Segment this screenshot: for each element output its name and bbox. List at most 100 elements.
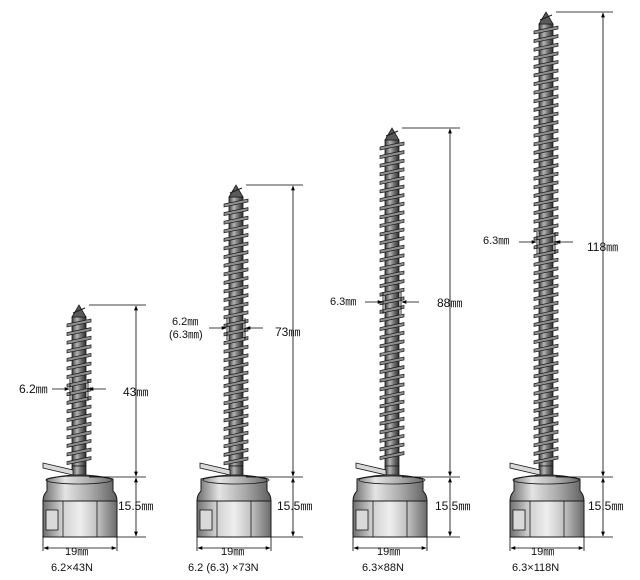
thread-ridge	[533, 197, 559, 207]
screw-head-rim	[45, 475, 113, 485]
thread-ridge	[66, 447, 92, 457]
diameter-label-4: 6.3㎜	[483, 235, 509, 247]
thread-ridge	[379, 253, 405, 263]
thread-ridge	[379, 373, 405, 383]
model-label-2: 6.2 (6.3) ×73N	[188, 562, 259, 574]
head-width-label-4: 19㎜	[531, 546, 554, 558]
thread-ridge	[223, 267, 249, 277]
thread-ridge	[223, 224, 249, 234]
thread-ridge	[533, 94, 559, 104]
screw-6-2x73	[196, 184, 303, 551]
thread-ridge	[66, 430, 92, 440]
head-height-label-2: 15.5㎜	[277, 499, 312, 513]
thread-ridge	[533, 85, 559, 95]
washer-tab	[355, 462, 387, 476]
thread-ridge	[533, 231, 559, 241]
thread-ridge	[379, 339, 405, 349]
diameter-label-1: 6.2㎜	[19, 382, 48, 396]
thread-ridge	[533, 438, 559, 448]
washer-tab	[42, 462, 74, 476]
head-height-label-1: 15.5㎜	[118, 499, 153, 513]
screw-threads	[533, 25, 559, 465]
thread-ridge	[379, 158, 405, 168]
thread-ridge	[223, 207, 249, 217]
thread-ridge	[379, 175, 405, 185]
thread-ridge	[379, 244, 405, 254]
thread-ridge	[379, 167, 405, 177]
thread-ridge	[379, 347, 405, 357]
thread-ridge	[533, 223, 559, 233]
thread-ridge	[223, 232, 249, 242]
thread-ridge	[223, 310, 249, 320]
thread-ridge	[379, 365, 405, 375]
thread-ridge	[533, 403, 559, 413]
thread-ridge	[223, 413, 249, 423]
thread-ridge	[533, 369, 559, 379]
screw-tip-cut	[539, 14, 553, 21]
thread-ridge	[379, 433, 405, 443]
thread-ridge	[223, 404, 249, 414]
thread-ridge	[533, 68, 559, 78]
thread-ridge	[223, 301, 249, 311]
hex-notch	[355, 509, 369, 531]
thread-ridge	[223, 215, 249, 225]
thread-ridge	[533, 240, 559, 250]
diameter-label-2: 6.2㎜	[172, 316, 198, 328]
screw-6-3x118	[509, 11, 613, 551]
diameter-label-3: 6.3㎜	[330, 296, 356, 308]
diameter-label-alt-2: (6.3㎜)	[169, 329, 203, 341]
screw-tip-cut	[385, 130, 399, 137]
screw-head-dome	[196, 474, 272, 502]
thread-ridge	[379, 227, 405, 237]
thread-ridge	[533, 429, 559, 439]
thread-ridge	[379, 399, 405, 409]
thread-ridge	[66, 421, 92, 431]
thread-ridge	[533, 283, 559, 293]
thread-ridge	[66, 352, 92, 362]
thread-ridge	[379, 390, 405, 400]
screw-threads	[379, 141, 405, 461]
thread-ridge	[533, 111, 559, 121]
thread-ridge	[533, 274, 559, 284]
thread-ridge	[533, 154, 559, 164]
head-width-label-3: 19㎜	[377, 546, 400, 558]
thread-ridge	[223, 353, 249, 363]
thread-ridge	[379, 141, 405, 151]
thread-ridge	[379, 287, 405, 297]
model-label-3: 6.3×88N	[362, 562, 404, 574]
thread-ridge	[533, 412, 559, 422]
screw-head-dome	[509, 474, 585, 502]
thread-ridge	[533, 102, 559, 112]
thread-ridge	[533, 421, 559, 431]
thread-ridge	[66, 361, 92, 371]
thread-ridge	[223, 430, 249, 440]
thread-ridge	[379, 425, 405, 435]
thread-ridge	[66, 404, 92, 414]
thread-ridge	[379, 408, 405, 418]
thread-ridge	[533, 352, 559, 362]
screw-head-rim	[202, 475, 270, 485]
thread-ridge	[533, 335, 559, 345]
thread-ridge	[379, 150, 405, 160]
thread-ridge	[379, 442, 405, 452]
length-label-3: 88㎜	[437, 296, 462, 310]
model-label-4: 6.3×118N	[512, 562, 559, 574]
thread-ridge	[223, 379, 249, 389]
thread-ridge	[533, 446, 559, 456]
thread-ridge	[66, 378, 92, 388]
thread-ridge	[66, 395, 92, 405]
thread-ridge	[533, 120, 559, 130]
screw-6-2x43	[42, 304, 146, 551]
thread-ridge	[533, 145, 559, 155]
thread-ridge	[379, 382, 405, 392]
length-label-4: 118㎜	[587, 240, 618, 254]
thread-ridge	[379, 193, 405, 203]
head-height-label-4: 15.5㎜	[588, 499, 623, 513]
thread-ridge	[223, 284, 249, 294]
thread-ridge	[533, 188, 559, 198]
thread-ridge	[533, 317, 559, 327]
thread-ridge	[379, 261, 405, 271]
thread-ridge	[66, 344, 92, 354]
thread-ridge	[379, 218, 405, 228]
thread-ridge	[223, 241, 249, 251]
